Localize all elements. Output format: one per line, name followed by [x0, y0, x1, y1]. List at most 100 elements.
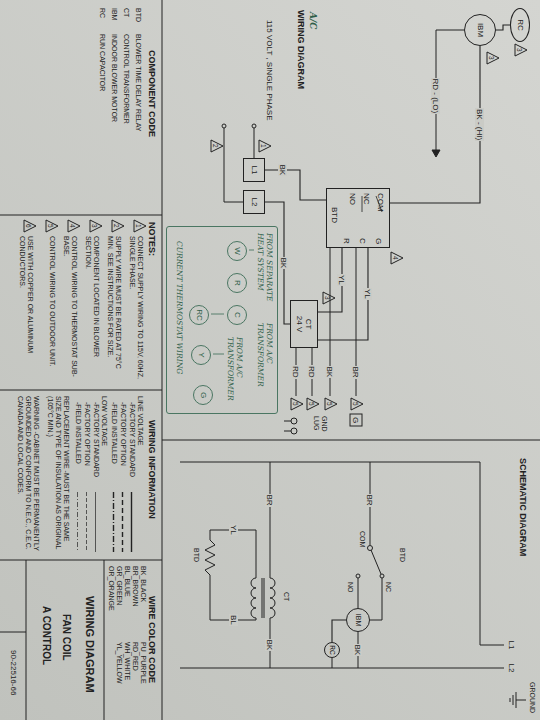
- label: NC: [384, 582, 392, 592]
- node-label: RC: [194, 309, 203, 321]
- node-label: Y: [196, 352, 205, 357]
- callout-number: 5: [308, 402, 315, 406]
- label: WIRING INFORMATION: [147, 420, 157, 519]
- node-label: C: [358, 238, 367, 244]
- legend-label: -FACTORY OPTION: [83, 402, 91, 466]
- label: CONNECT SUPPLY WIRING TO 115V, 60HZ, SIN…: [128, 236, 144, 384]
- thermostat-terminal: C: [227, 305, 247, 325]
- callout-number: 1: [260, 144, 267, 148]
- label: USE WITH COPPER OR ALUMINUM CONDUCTORS.: [18, 236, 34, 384]
- note-triangle: [90, 220, 102, 232]
- note-triangle: [351, 398, 363, 410]
- note-triangle: [134, 220, 146, 232]
- label: COMPONENT LOCATED IN BLOWER SECTION.: [84, 236, 100, 384]
- terminal-block: L1: [243, 158, 265, 182]
- label: WIRE COLOR CODE: [147, 596, 157, 683]
- wire-label: BK: [279, 257, 288, 270]
- label: BTD: [192, 548, 200, 562]
- note-triangle: [325, 398, 337, 410]
- blower-motor: IBM: [464, 14, 496, 46]
- note-triangle: [211, 140, 223, 152]
- legend-label: -FIELD INSTALLED: [74, 402, 82, 464]
- field-wires: [222, 30, 464, 434]
- thermostat-box: FROM SEPARATE HEAT SYSTEM FROM A/C TRANSF…: [166, 226, 278, 414]
- node-label: R: [342, 238, 351, 244]
- label: A/C: [308, 12, 318, 29]
- diagram-title: WIRING DIAGRAM: [296, 10, 306, 89]
- node-label: FROM SEPARATE HEAT SYSTEM: [256, 233, 273, 317]
- wire-label: BK: [265, 639, 274, 652]
- node-label: L1: [249, 166, 258, 175]
- wire-label: YL: [229, 524, 238, 536]
- callout-number: 4: [69, 224, 76, 228]
- label: COM: [358, 531, 366, 547]
- label: LOW VOLTAGE: [100, 396, 108, 446]
- node-label: G: [374, 238, 383, 244]
- run-capacitor: RC: [510, 8, 530, 42]
- node-label: 24 V: [295, 316, 304, 332]
- note-triangle: [323, 292, 335, 304]
- wire-label: BR: [351, 366, 360, 379]
- label: WARNING -CABINET MUST BE PERMANENTLY GRO…: [16, 396, 40, 556]
- legend-line-sample: [122, 492, 123, 552]
- wire-label: BK - (HI): [475, 108, 484, 141]
- node-label: BTD: [330, 207, 339, 223]
- thermostat-terminal: R: [227, 273, 247, 293]
- label: CT: [122, 8, 130, 17]
- node-label: IBM: [475, 23, 484, 37]
- label: 90-22516-66: [9, 650, 18, 695]
- label: RD_RED: [131, 642, 139, 671]
- label: 115 VOLT , SINGLE PHASE: [265, 20, 274, 121]
- wire-label: L2: [507, 663, 516, 674]
- node-label: C: [232, 312, 241, 318]
- node-label: CURRENT THERMOSTAT WIRING: [174, 241, 183, 411]
- label: BTD: [398, 548, 406, 562]
- label: SUPPLY WIRE MUST BE RATED AT 75°C MIN. S…: [106, 236, 122, 384]
- control-transformer: CT24 V: [290, 300, 318, 348]
- legend-line-sample: [131, 492, 132, 552]
- node-label: G: [198, 392, 207, 398]
- label: BTD: [134, 8, 142, 22]
- callout-number: 4: [392, 256, 399, 260]
- wire-label: G: [351, 416, 360, 424]
- node-label: CT: [304, 319, 313, 330]
- node-label: W: [232, 247, 241, 255]
- legend-label: -FACTORY STANDARD: [128, 402, 136, 477]
- wire-label: BK: [278, 164, 287, 177]
- label: IBM: [110, 8, 118, 20]
- note-triangle: [24, 220, 36, 232]
- legend-line-sample: [95, 492, 96, 552]
- callout-number: 3: [516, 48, 523, 52]
- wire-connector: [496, 25, 510, 30]
- node-label: RC: [328, 645, 335, 654]
- note-triangle: [307, 398, 319, 410]
- label: INDOOR BLOWER MOTOR: [110, 34, 118, 122]
- node-label: NO: [348, 193, 357, 205]
- label: SCHEMATIC DIAGRAM: [518, 458, 528, 556]
- label: WH_WHITE: [123, 642, 131, 680]
- node-label: FROM A/C TRANSFORMER: [226, 337, 243, 397]
- label: FAN COIL: [61, 614, 73, 661]
- note-triangle: [515, 44, 527, 56]
- thermostat-terminal: RC: [189, 305, 209, 325]
- legend-label: -FIELD INSTALLED: [110, 402, 118, 464]
- wire-label: BR: [365, 494, 374, 507]
- wire-label: RD: [307, 365, 316, 379]
- callout-number: 6: [25, 224, 32, 228]
- terminal-block: L2: [243, 190, 265, 214]
- note-triangle: [46, 220, 58, 232]
- label: PU_PURPLE: [139, 642, 147, 684]
- legend-line-sample: [86, 492, 87, 552]
- note-triangle: [391, 252, 403, 264]
- note-triangle: [112, 220, 124, 232]
- callout-number: 5: [352, 402, 359, 406]
- label: OR_ORANGE: [107, 566, 115, 611]
- label: REPLACEMENT WIRE -MUST BE THE SAME SIZE …: [46, 396, 70, 556]
- label: COMPONENT CODE: [147, 50, 157, 137]
- wire-label: RD - (LO): [431, 78, 440, 115]
- label: NO: [346, 582, 354, 593]
- wire-connector: [332, 620, 346, 642]
- label: LINE VOLTAGE: [136, 396, 144, 446]
- callout-number: 2: [113, 224, 120, 228]
